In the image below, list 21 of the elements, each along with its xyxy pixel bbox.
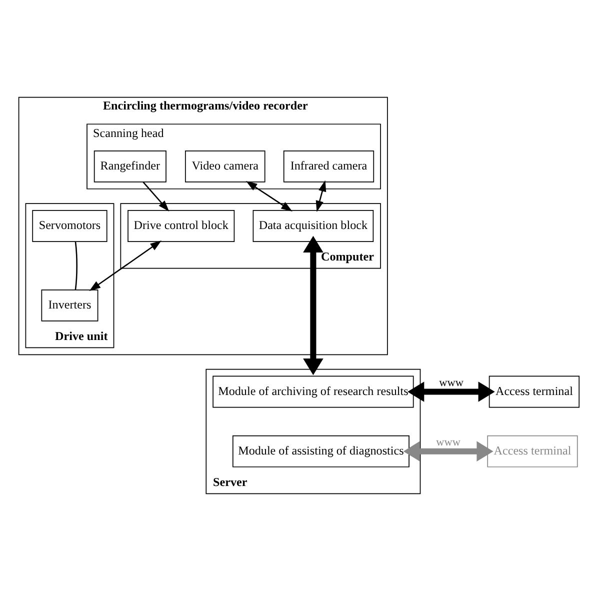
edge-label: www: [436, 436, 460, 448]
node-box: Data acquisition block: [252, 210, 374, 242]
arrow: [142, 181, 170, 212]
arrow: [89, 240, 162, 290]
arrow: [408, 381, 495, 402]
connector: [74, 241, 78, 290]
node-box: Servomotors: [32, 210, 108, 242]
node-box: Rangefinder: [94, 150, 166, 182]
node-box: Module of assisting of diagnostics: [232, 434, 410, 467]
arrow: [303, 235, 324, 375]
node-box: Video camera: [184, 150, 266, 182]
arrow: [403, 440, 494, 461]
arrow: [316, 180, 326, 212]
arrow: [246, 180, 292, 211]
node-box: Access terminal: [487, 434, 578, 467]
node-box: Infrared camera: [283, 150, 374, 182]
node-box: Module of archiving of research results: [212, 375, 414, 408]
node-box: Access terminal: [488, 375, 580, 408]
edge-label: www: [439, 376, 464, 389]
node-box: Drive control block: [128, 210, 235, 242]
node-box: Inverters: [41, 288, 98, 321]
